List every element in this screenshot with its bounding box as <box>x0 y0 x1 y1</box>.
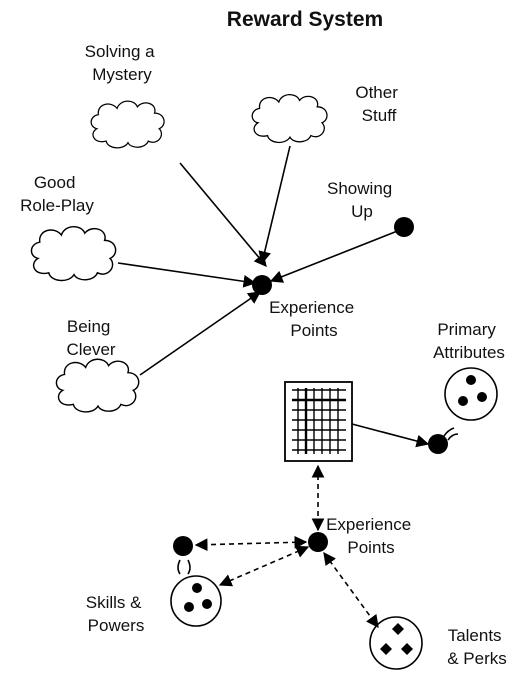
label-being-clever: Being Clever <box>66 317 115 359</box>
edge-hub-talents <box>323 551 379 629</box>
node-experience-points-hub <box>308 532 328 552</box>
grid-table-icon <box>284 381 353 462</box>
cloud-being-clever <box>55 358 140 413</box>
edge-clever-to-xp <box>139 291 262 376</box>
three-dots-circle-icon <box>444 367 498 421</box>
edge-table-to-primary <box>351 423 430 448</box>
diagram-title: Reward System <box>227 8 383 31</box>
edge-hub-skills-circle <box>218 545 310 587</box>
cloud-other-stuff <box>251 93 328 144</box>
edge-solving-to-xp <box>179 162 267 267</box>
label-skills-and-powers: Skills & Powers <box>86 593 146 635</box>
label-experience-points-hub: Experience Points <box>326 515 416 557</box>
label-showing-up: Showing Up <box>327 179 397 221</box>
edge-hub-skills-dot <box>194 535 308 552</box>
label-primary-attributes: Primary Attributes <box>433 320 505 362</box>
diamonds-circle-icon <box>369 616 423 670</box>
edge-roleplay-to-xp <box>117 262 257 288</box>
node-skills-dot <box>173 536 193 556</box>
label-good-role-play: Good Role-Play <box>20 173 94 215</box>
cloud-good-role-play <box>30 225 117 282</box>
cloud-solving-a-mystery <box>90 100 165 149</box>
label-solving-a-mystery: Solving a Mystery <box>85 42 160 84</box>
node-primary-dot <box>428 434 448 454</box>
label-other-stuff: Other Stuff <box>355 83 402 125</box>
label-talents-and-perks: Talents & Perks <box>447 626 507 668</box>
connector-skills <box>177 559 191 575</box>
edge-showing-to-xp <box>269 229 401 283</box>
node-experience-points-top <box>252 275 272 295</box>
connector-primary <box>443 427 459 441</box>
node-showing-up <box>394 217 414 237</box>
label-experience-points-top: Experience Points <box>269 298 359 340</box>
three-dots-circle-icon <box>170 575 222 627</box>
edge-other-to-xp <box>258 145 291 265</box>
